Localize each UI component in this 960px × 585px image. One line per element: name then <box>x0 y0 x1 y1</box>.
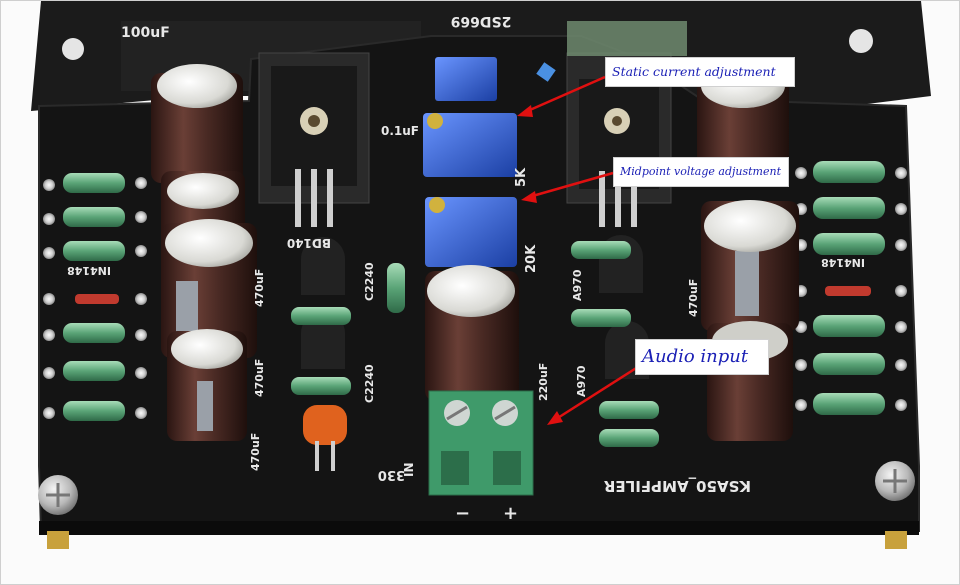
small-blue-cap <box>536 62 556 82</box>
trimpot-static-current[interactable] <box>423 57 517 177</box>
silk-in-label: IN <box>402 462 416 477</box>
silk-plus: + <box>503 503 518 524</box>
middle-resistors <box>291 241 659 447</box>
silk-res-330: 330 <box>378 467 405 482</box>
left-capacitors <box>151 64 257 441</box>
standoff <box>47 531 69 549</box>
center-capacitor <box>425 265 519 401</box>
right-resistor-column <box>795 161 907 415</box>
silk-cap-01: 0.1uF <box>381 124 419 138</box>
silk-top-transistor: 2SD669 <box>451 13 512 29</box>
screw-slot <box>46 483 70 507</box>
silk-diode-right: IN4148 <box>821 256 865 269</box>
audio-input-terminal[interactable] <box>428 390 534 496</box>
static-current-callout: Static current adjustment <box>605 57 795 87</box>
silk-a970-a: A970 <box>571 269 584 301</box>
right-capacitors <box>697 64 799 441</box>
silk-cap-220: 220uF <box>537 363 550 401</box>
silk-board-name: KSA50_AMPFILER <box>603 477 751 495</box>
silk-cap-470-d: 470uF <box>687 279 700 317</box>
orange-capacitor <box>303 405 347 471</box>
power-transistor-left <box>258 52 370 227</box>
midpoint-voltage-callout: Midpoint voltage adjustment <box>613 157 789 187</box>
rear-mount-hole <box>62 38 84 60</box>
standoff <box>885 531 907 549</box>
silk-cap-470-c: 470uF <box>249 433 262 471</box>
silk-left-transistor: BD140 <box>287 236 331 250</box>
silk-minus: − <box>455 503 470 524</box>
silk-diode-left: IN4148 <box>67 264 111 277</box>
silk-c2240-b: C2240 <box>363 364 376 403</box>
silk-top-cap: 100uF <box>121 25 170 41</box>
silk-a970-b: A970 <box>575 365 588 397</box>
silk-pot-5k: 5K <box>514 167 529 187</box>
silk-cap-470-a: 470uF <box>253 269 266 307</box>
silk-c2240-a: C2240 <box>363 262 376 301</box>
left-resistor-column <box>43 173 147 421</box>
trimpot-midpoint-voltage[interactable] <box>425 197 517 267</box>
screw-slot <box>883 469 907 493</box>
silk-cap-470-b: 470uF <box>253 359 266 397</box>
rear-mount-hole <box>849 29 873 53</box>
silk-pot-20k: 20K <box>524 244 539 273</box>
heatsink-fins <box>567 21 687 56</box>
audio-input-callout: Audio input <box>635 339 769 375</box>
arrow-midpoint-voltage <box>521 171 614 203</box>
small-transistors <box>301 235 649 379</box>
pcb-edge <box>39 521 919 535</box>
arrow-audio-input <box>547 363 642 425</box>
arrow-static-current <box>517 75 606 117</box>
